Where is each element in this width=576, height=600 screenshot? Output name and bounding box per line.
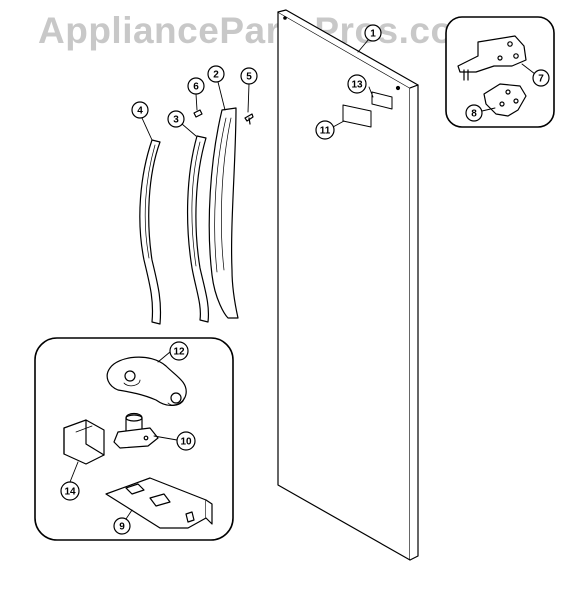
handle-trim-4 (139, 139, 162, 325)
svg-text:8: 8 (471, 109, 477, 120)
callout-4: 4 (131, 101, 149, 119)
part-6-clip (193, 109, 203, 118)
hinge-group-top (445, 16, 555, 128)
callout-1: 1 (364, 24, 382, 42)
svg-text:4: 4 (137, 106, 143, 117)
callout-2: 2 (207, 65, 225, 83)
svg-text:5: 5 (246, 72, 252, 83)
callout-9: 9 (113, 517, 131, 535)
leader-lines (69, 38, 536, 520)
label-plate-13 (371, 91, 393, 110)
label-plate-11 (342, 104, 372, 128)
callout-3: 3 (167, 110, 185, 128)
svg-text:13: 13 (351, 80, 363, 91)
hinge-group-bottom (34, 337, 234, 541)
callout-7: 7 (532, 69, 550, 87)
callout-11: 11 (315, 120, 335, 140)
part-5-screw (244, 113, 254, 125)
callout-13: 13 (347, 74, 367, 94)
callout-10: 10 (176, 431, 196, 451)
svg-text:10: 10 (180, 437, 192, 448)
svg-text:14: 14 (64, 487, 76, 498)
watermark-logo: AppliancePartsPros.com (38, 10, 487, 51)
svg-text:3: 3 (173, 115, 179, 126)
svg-text:9: 9 (119, 522, 125, 533)
handle-trim-2 (208, 107, 239, 319)
handle-trim-3 (186, 135, 210, 323)
svg-text:1: 1 (370, 29, 376, 40)
callout-14: 14 (60, 481, 80, 501)
svg-text:7: 7 (538, 74, 544, 85)
callout-8: 8 (465, 104, 483, 122)
svg-text:2: 2 (213, 70, 219, 81)
callout-6: 6 (187, 77, 205, 95)
svg-text:11: 11 (320, 126, 331, 137)
svg-text:6: 6 (193, 82, 199, 93)
svg-text:12: 12 (173, 347, 185, 358)
callout-5: 5 (240, 67, 258, 85)
callout-12: 12 (169, 341, 189, 361)
door-panel (277, 9, 419, 561)
